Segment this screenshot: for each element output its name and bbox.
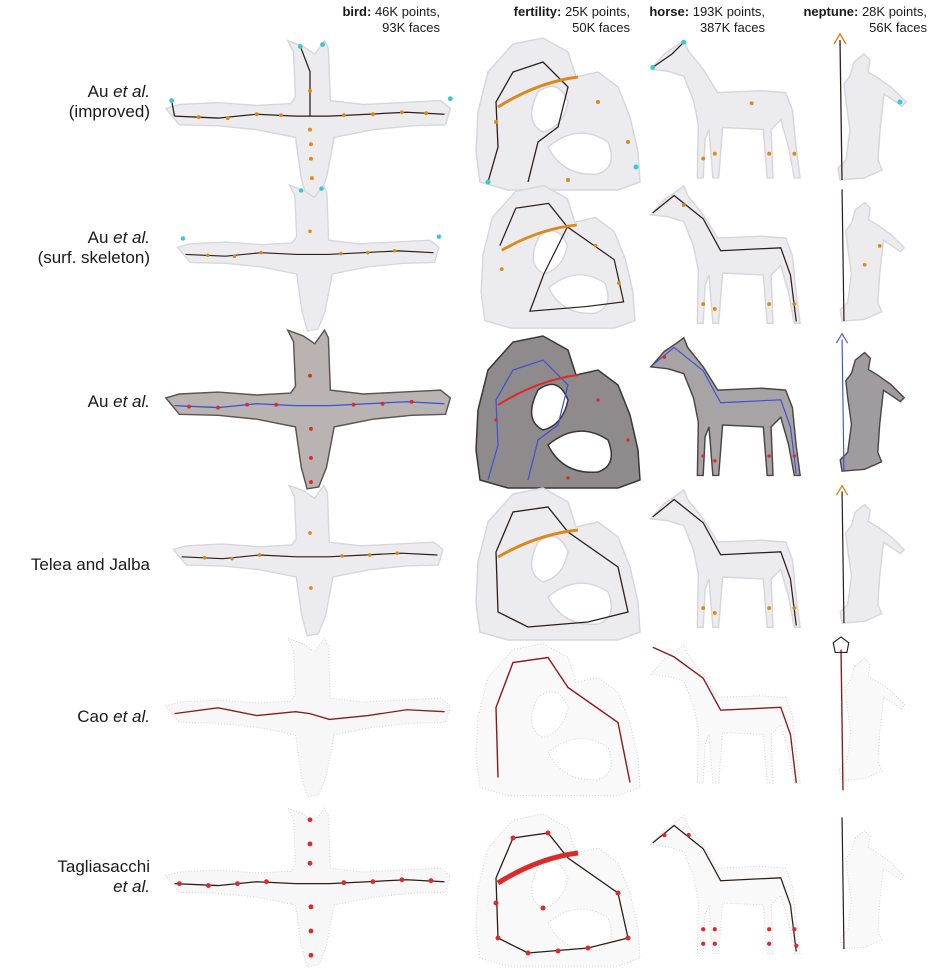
horse-skeleton-figure: [645, 30, 805, 195]
column-name: bird:: [342, 4, 371, 19]
column-name: neptune:: [803, 4, 858, 19]
panel-row3-bird: [160, 322, 460, 497]
horse-skeleton-figure: [645, 808, 805, 968]
neptune-skeleton-figure: [820, 30, 930, 200]
neptune-skeleton-figure: [820, 635, 930, 800]
panel-row4-neptune: [820, 482, 930, 642]
horse-skeleton-figure: [645, 635, 805, 800]
bird-skeleton-figure: [160, 178, 460, 338]
column-stats-line1: 28K points,: [862, 4, 927, 19]
panel-row4-horse: [645, 482, 805, 642]
panel-row5-horse: [645, 635, 805, 800]
panel-row6-fertility: [468, 808, 648, 968]
neptune-skeleton-figure: [820, 482, 930, 642]
panel-row2-horse: [645, 178, 805, 338]
horse-skeleton-figure: [645, 482, 805, 642]
bird-skeleton-figure: [160, 800, 460, 975]
horse-skeleton-figure: [645, 330, 805, 490]
fertility-skeleton-figure: [468, 180, 648, 330]
panel-row6-horse: [645, 808, 805, 968]
row-label-au: Au et al.: [0, 392, 150, 412]
row-label-cao: Cao et al.: [0, 707, 150, 727]
panel-row5-neptune: [820, 635, 930, 800]
fertility-skeleton-figure: [468, 482, 648, 642]
panel-row1-fertility: [468, 32, 648, 192]
row-label-au-improved: Au et al. (improved): [0, 82, 150, 122]
neptune-skeleton-figure: [820, 330, 930, 490]
bird-skeleton-figure: [160, 322, 460, 497]
row-label-telea-jalba: Telea and Jalba: [0, 555, 150, 575]
panel-row4-bird: [160, 478, 460, 643]
panel-row3-fertility: [468, 330, 648, 490]
column-stats-line1: 25K points,: [565, 4, 630, 19]
column-name: horse:: [649, 4, 689, 19]
panel-row6-bird: [160, 800, 460, 975]
neptune-skeleton-figure: [820, 808, 930, 968]
column-stats-line1: 193K points,: [693, 4, 765, 19]
panel-row2-neptune: [820, 180, 930, 340]
bird-skeleton-figure: [160, 630, 460, 805]
row-label-au-surface-skeleton: Au et al. (surf. skeleton): [0, 228, 150, 268]
panel-row5-fertility: [468, 635, 648, 800]
panel-row3-horse: [645, 330, 805, 490]
panel-row6-neptune: [820, 808, 930, 968]
neptune-skeleton-figure: [820, 180, 930, 340]
column-name: fertility:: [514, 4, 562, 19]
column-stats-line1: 46K points,: [375, 4, 440, 19]
panel-row2-fertility: [468, 180, 648, 330]
panel-row1-horse: [645, 30, 805, 195]
panel-row4-fertility: [468, 482, 648, 642]
fertility-skeleton-figure: [468, 32, 648, 192]
horse-skeleton-figure: [645, 178, 805, 338]
fertility-skeleton-figure: [468, 635, 648, 800]
fertility-skeleton-figure: [468, 808, 648, 968]
panel-row2-bird: [160, 178, 460, 338]
row-label-tagliasacchi: Tagliasacchi et al.: [0, 857, 150, 897]
bird-skeleton-figure: [160, 478, 460, 643]
panel-row3-neptune: [820, 330, 930, 490]
panel-row1-neptune: [820, 30, 930, 200]
fertility-skeleton-figure: [468, 330, 648, 490]
panel-row5-bird: [160, 630, 460, 805]
